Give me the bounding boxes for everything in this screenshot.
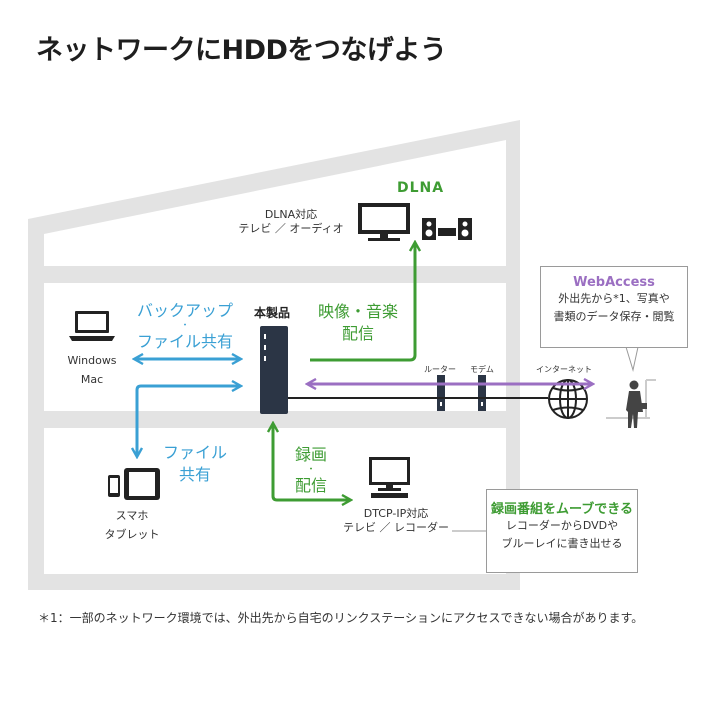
file-share-line2: 共有 <box>178 464 211 484</box>
backup-line2: ・ <box>180 320 190 331</box>
mobile-label: スマホ タブレット <box>94 507 170 544</box>
product-label: 本製品 <box>254 306 291 320</box>
footnote: ＊1：一部のネットワーク環境では、外出先から自宅のリンクステーションにアクセスで… <box>38 611 644 625</box>
backup-line1: バックアップ <box>136 301 233 320</box>
record-label: 録画 ・ 配信 <box>284 444 338 496</box>
record-line3: 配信 <box>294 475 327 495</box>
pc-label: Windows Mac <box>56 352 128 389</box>
media-label: 映像・音楽 配信 <box>316 301 400 344</box>
mobile-line1: スマホ <box>115 509 149 522</box>
remote-user-icon <box>606 379 656 428</box>
tablet-icon <box>124 468 160 500</box>
mobile-line2: タブレット <box>104 527 160 541</box>
modem-label: モデム <box>470 365 494 374</box>
recording-arrow <box>273 424 350 500</box>
record-line1: 録画 <box>294 445 327 464</box>
file-share-label: ファイル 共有 <box>160 442 230 485</box>
nas-device-icon <box>260 326 288 414</box>
recording-heading: 録画番組をムーブできる <box>491 502 633 517</box>
recording-line1: レコーダーからDVDや <box>505 519 619 532</box>
dtcp-line1: DTCP-IP対応 <box>363 507 429 520</box>
media-stream-arrow <box>310 243 415 362</box>
phone-icon <box>108 475 120 497</box>
dlna-device-line1: DLNA対応 <box>264 208 318 221</box>
media-line2: 配信 <box>341 323 374 343</box>
dlna-heading: DLNA <box>397 180 445 196</box>
dlna-device-line2: テレビ ／ オーディオ <box>238 221 344 235</box>
recording-line2: ブルーレイに書き出せる <box>501 537 623 551</box>
media-line1: 映像・音楽 <box>317 302 398 321</box>
dlna-device-label: DLNA対応 テレビ ／ オーディオ <box>236 208 346 236</box>
internet-label: インターネット <box>536 365 592 374</box>
page-title: ネットワークにHDDをつなげよう <box>36 35 447 66</box>
dtcp-line2: テレビ ／ レコーダー <box>343 520 449 534</box>
recording-callout: 録画番組をムーブできる レコーダーからDVDや ブルーレイに書き出せる <box>486 489 638 573</box>
backup-line3: ファイル共有 <box>136 331 233 351</box>
tv-icon <box>358 203 410 241</box>
webaccess-line2: 書類のデータ保存・閲覧 <box>553 310 675 324</box>
pc-line1: Windows <box>67 354 117 367</box>
webaccess-callout-pointer <box>625 346 639 372</box>
backup-label: バックアップ ・ ファイル共有 <box>130 300 240 352</box>
pc-line2: Mac <box>80 372 104 386</box>
laptop-icon <box>69 311 115 341</box>
webaccess-callout: WebAccess 外出先から*1、写真や 書類のデータ保存・閲覧 <box>540 266 688 348</box>
modem-icon <box>478 375 486 411</box>
router-label: ルーター <box>424 365 456 374</box>
file-share-arrow <box>137 386 240 456</box>
file-share-line1: ファイル <box>162 443 227 462</box>
record-line2: ・ <box>306 464 316 475</box>
router-icon <box>437 375 445 411</box>
dtcp-device-label: DTCP-IP対応 テレビ ／ レコーダー <box>340 507 452 535</box>
audio-icon <box>422 218 472 240</box>
webaccess-heading: WebAccess <box>573 275 655 290</box>
webaccess-line1: 外出先から*1、写真や <box>558 292 670 305</box>
recorder-tv-icon <box>369 457 410 498</box>
globe-icon <box>548 379 588 419</box>
